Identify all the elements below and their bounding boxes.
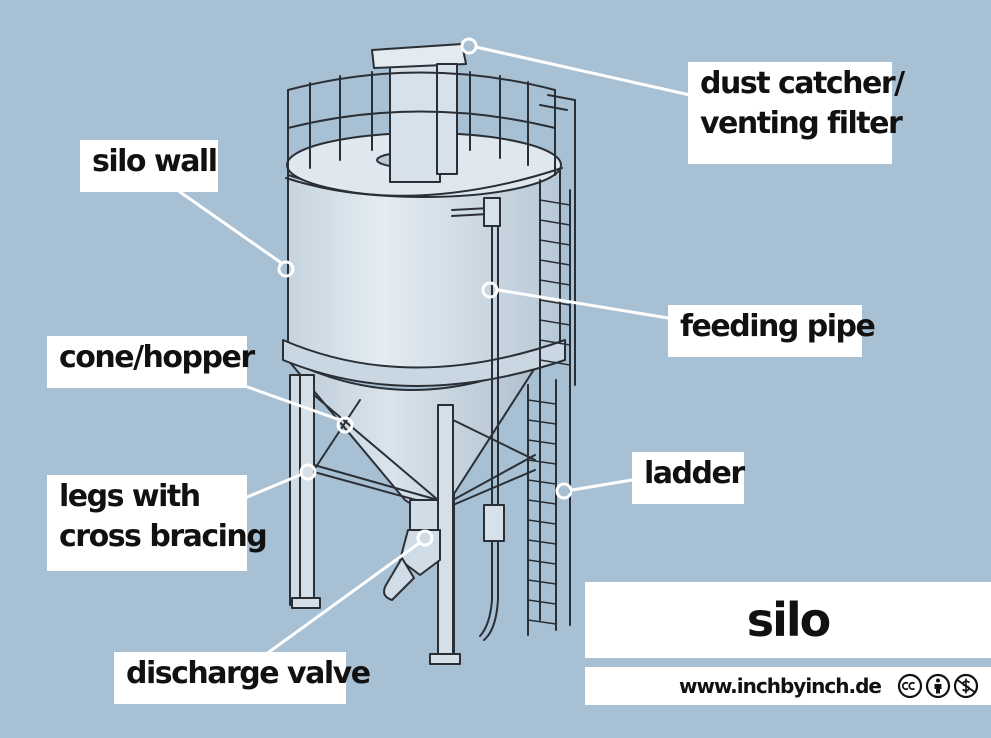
dust-catcher <box>371 43 467 183</box>
cross-bracing <box>313 394 536 507</box>
attribution-icon <box>925 673 951 699</box>
feeding-pipe <box>451 197 505 641</box>
label-legs-line1: legs with <box>59 479 201 514</box>
leader-dust-catcher <box>474 45 692 97</box>
marker-silo-wall <box>277 260 295 278</box>
label-silo-wall-text: silo wall <box>92 144 218 179</box>
leader-legs <box>238 473 302 502</box>
label-ladder-text: ladder <box>644 456 745 491</box>
label-ladder: ladder <box>632 452 745 504</box>
label-silo-wall: silo wall <box>80 140 218 192</box>
label-discharge-valve: discharge valve <box>114 652 371 704</box>
page-title: silo <box>746 593 832 647</box>
label-feeding-pipe-text: feeding pipe <box>680 309 876 344</box>
label-dust-catcher-line2: venting filter <box>700 106 903 141</box>
label-legs: legs with cross bracing <box>47 475 268 571</box>
ladder <box>527 94 576 636</box>
label-dust-catcher-line1: dust catcher/ <box>700 66 905 101</box>
leader-discharge-valve <box>256 542 420 662</box>
marker-ladder <box>555 482 573 500</box>
marker-cone-hopper <box>336 416 354 434</box>
title-box: silo <box>585 582 991 658</box>
label-discharge-valve-text: discharge valve <box>126 656 371 691</box>
marker-discharge-valve <box>416 529 434 547</box>
pointer-markers <box>277 37 573 547</box>
marker-feeding-pipe <box>481 281 499 299</box>
leader-ladder <box>570 478 634 492</box>
label-cone-hopper: cone/hopper <box>47 336 255 388</box>
website-link[interactable]: www.inchbyinch.de <box>679 674 882 698</box>
leader-lines <box>168 45 692 662</box>
marker-legs <box>299 463 317 481</box>
marker-dust-catcher <box>460 37 478 55</box>
label-cone-hopper-text: cone/hopper <box>59 340 255 375</box>
label-feeding-pipe: feeding pipe <box>668 305 876 357</box>
leader-silo-wall <box>168 183 282 264</box>
railing <box>287 71 556 176</box>
label-dust-catcher: dust catcher/ venting filter <box>688 62 905 164</box>
leader-feeding-pipe <box>496 288 670 320</box>
footer-bar: www.inchbyinch.de <box>585 667 991 705</box>
label-legs-line2: cross bracing <box>59 519 268 554</box>
noncommercial-icon <box>953 673 979 699</box>
cc-icon <box>897 673 923 699</box>
